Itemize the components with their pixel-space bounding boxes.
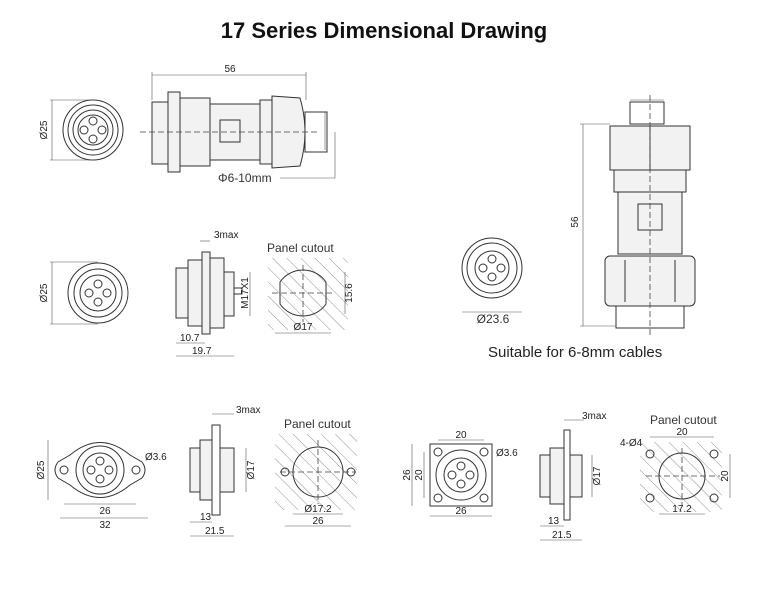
rear-nut-dim-b: 19.7 (192, 346, 212, 357)
flange-2hole-width: 32 (99, 520, 111, 531)
page-title: 17 Series Dimensional Drawing (220, 18, 548, 43)
flange-2hole-body-dia: Ø17 (246, 460, 257, 479)
flange-4hole-side-view: 3max Ø17 13 21.5 (539, 411, 606, 541)
flange-4hole-spacing: 20 (455, 430, 467, 441)
rear-nut-dim-a: 10.7 (180, 333, 200, 344)
flange-2hole-thickness: 3max (236, 405, 260, 416)
flange-4hole-dim-b: 21.5 (552, 530, 572, 541)
flange-2hole-front-view: Ø25 Ø3.6 26 32 (36, 440, 167, 531)
cable-plug-diameter: Ø25 (39, 120, 50, 139)
flange-2hole-panel-cutout: Panel cutout Ø17.2 26 (275, 417, 357, 527)
flange-4hole-spacing-v: 20 (414, 469, 425, 481)
flange-2hole-dim-a: 13 (200, 512, 212, 523)
cutout-diameter: Ø17 (294, 322, 313, 333)
flange-4hole-size-v: 26 (402, 469, 413, 481)
cable-plug-side-view: 56 Φ6-10mm (140, 64, 336, 185)
cutout-spacing-v: 20 (720, 470, 731, 482)
flange-4hole-thickness: 3max (582, 411, 606, 422)
flange-2hole-dim-b: 21.5 (205, 526, 225, 537)
cutout-diameter: 17.2 (672, 504, 692, 515)
cable-plug-front-view: Ø25 (39, 99, 124, 161)
flange-4hole-front-view: 20 26 20 Ø3.6 26 (402, 430, 518, 517)
cable-plug-length: 56 (224, 64, 236, 75)
flange-2hole-spacing: 26 (99, 506, 111, 517)
panel-cutout-label: Panel cutout (267, 241, 334, 255)
rear-nut-diameter: Ø25 (39, 283, 50, 302)
rear-nut-panel-cutout: Panel cutout 15.6 Ø17 (267, 241, 355, 334)
flange-4hole-dim-a: 13 (548, 516, 560, 527)
flange-2hole-hole: Ø3.6 (145, 452, 167, 463)
cable-range: Φ6-10mm (218, 171, 272, 185)
flange-4hole-size: 26 (455, 506, 467, 517)
flange-2hole-diameter: Ø25 (36, 460, 47, 479)
rear-nut-panel-thickness: 3max (214, 230, 238, 241)
flange-4hole-panel-cutout: Panel cutout 4-Ø4 20 20 17.2 (620, 413, 731, 515)
cutout-diameter: Ø17.2 (304, 504, 332, 515)
inline-length: 56 (570, 216, 581, 228)
rear-nut-thread: M17X1 (240, 277, 251, 309)
inline-front-view: Ø23.6 Suitable for 6-8mm cables (461, 237, 662, 361)
panel-cutout-label: Panel cutout (650, 413, 717, 427)
flange-2hole-side-view: 3max Ø17 13 21.5 (189, 405, 260, 537)
cutout-spacing: 26 (312, 516, 324, 527)
flange-4hole-hole: Ø3.6 (496, 448, 518, 459)
flange-4hole-body-dia: Ø17 (592, 466, 603, 485)
rear-nut-front-view: Ø25 (39, 261, 129, 325)
cutout-spacing-h: 20 (676, 427, 688, 438)
inline-note: Suitable for 6-8mm cables (488, 344, 662, 361)
cutout-holes: 4-Ø4 (620, 438, 643, 449)
cutout-flat: 15.6 (344, 283, 355, 303)
panel-cutout-label: Panel cutout (284, 417, 351, 431)
inline-diameter: Ø23.6 (477, 312, 510, 326)
inline-side-view: 56 (570, 95, 696, 335)
rear-nut-side-view: 3max M17X1 10.7 19.7 (175, 230, 251, 357)
